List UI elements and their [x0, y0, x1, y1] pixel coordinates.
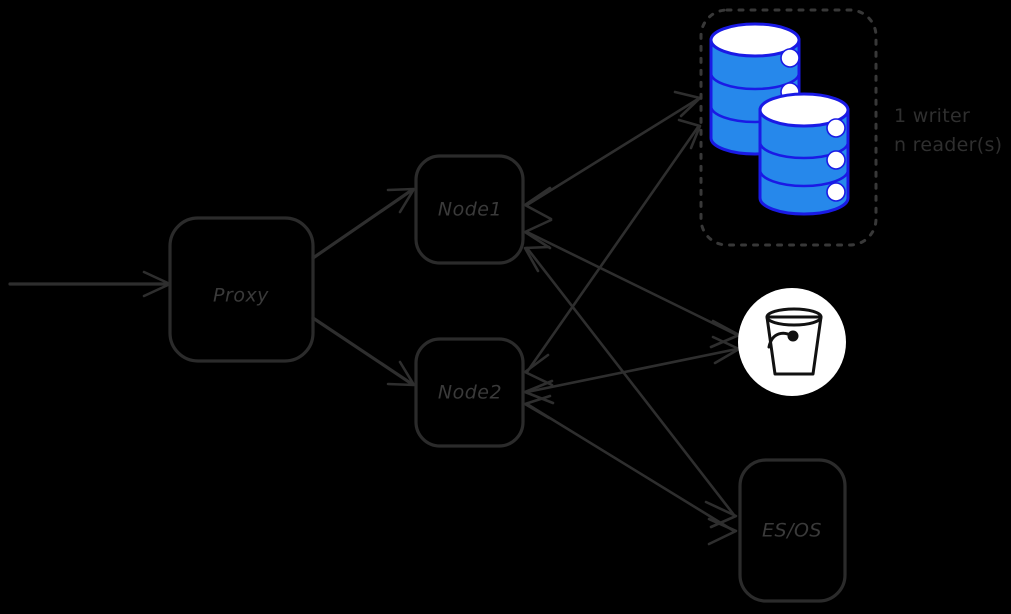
- database-status-dot: [780, 48, 800, 68]
- bucket-body: [765, 315, 823, 376]
- node2-node[interactable]: Node2: [414, 337, 525, 448]
- database-annotation-readers: n reader(s): [894, 134, 1002, 156]
- edge-client-to-proxy: [8, 270, 172, 298]
- edge-node2-to-bucket: [523, 335, 741, 405]
- edge-node1-to-database: [523, 90, 702, 221]
- database-status-dot: [826, 150, 846, 170]
- esos-node[interactable]: ES/OS: [738, 458, 847, 603]
- database-annotation-writer: 1 writer: [894, 105, 970, 127]
- proxy-node[interactable]: Proxy: [168, 216, 315, 363]
- bucket-icon[interactable]: [738, 288, 846, 396]
- edge-node2-to-esos: [523, 394, 738, 546]
- node2-label: Node2: [438, 382, 502, 404]
- bucket-rim: [765, 307, 823, 327]
- edge-layer: [8, 90, 741, 546]
- bucket-icon-background: [738, 288, 846, 396]
- proxy-box[interactable]: [168, 216, 315, 363]
- esos-label: ES/OS: [762, 520, 822, 542]
- node1-node[interactable]: Node1: [414, 154, 525, 265]
- database-group-border: [699, 8, 878, 247]
- database-cylinder-secondary-icon[interactable]: [758, 92, 850, 216]
- database-cluster-group[interactable]: 1 writer n reader(s): [699, 8, 1002, 247]
- database-status-dot: [826, 182, 846, 202]
- bucket-handle-knob: [787, 330, 799, 342]
- proxy-label: Proxy: [213, 285, 269, 307]
- edge-node2-to-database: [523, 118, 702, 387]
- esos-box[interactable]: [738, 458, 847, 603]
- node1-label: Node1: [438, 199, 502, 221]
- node1-box[interactable]: [414, 154, 525, 265]
- edge-proxy-to-node1: [311, 187, 416, 260]
- edge-proxy-to-node2: [311, 316, 416, 387]
- database-status-dot: [826, 118, 846, 138]
- node2-box[interactable]: [414, 337, 525, 448]
